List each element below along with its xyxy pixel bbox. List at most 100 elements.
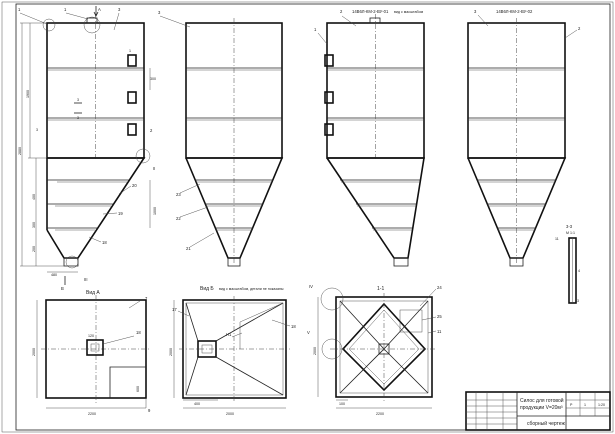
- plan-b-dim-height: 2000: [169, 348, 173, 356]
- dim-outlet: 480: [51, 273, 57, 277]
- plan-a-dim-hatch: 120: [88, 334, 94, 338]
- hopper-outline: [46, 157, 146, 259]
- callout-19: 19: [118, 211, 123, 216]
- callout-v: V: [307, 330, 310, 335]
- plan-b-dim-offset: 400: [194, 402, 200, 406]
- plan-a-dim-cutout: 600: [136, 386, 140, 392]
- plan-view-b: Вид Б вид с масштабом, детали не показан…: [169, 286, 296, 416]
- view3-hatch-3: [324, 123, 334, 136]
- plan-b-rib-2: [185, 356, 199, 396]
- plan-view-a: Вид А 7 18 9 120 2200 2000 600: [32, 290, 151, 416]
- view2-leader-22: [179, 206, 209, 218]
- variant-01-view: 1 2 14В6Л-КМ-2-ВУ-01 вид с масштабом: [314, 9, 425, 267]
- hatch-2: [127, 91, 137, 104]
- plan-a-leader-7: [128, 300, 141, 309]
- view-arrow-a-head: [93, 11, 99, 17]
- dim-hopper-mid: 300: [32, 222, 36, 228]
- plan-a-dim-height: 2000: [32, 348, 36, 356]
- title-sheet-type: сборный чертеж: [527, 420, 565, 427]
- arrow-label-a: A: [98, 7, 101, 12]
- section-11-leader-24: [419, 288, 437, 307]
- detail-circle-IV: [320, 287, 344, 311]
- section-1-1: 1-1 24 25 11 IV V 100 2200 2000: [307, 284, 442, 416]
- view3-hatch-1: [324, 54, 334, 67]
- callout-1b: 1: [64, 7, 67, 12]
- detail-circle-I: [83, 16, 101, 34]
- detail-circle-III: [65, 255, 79, 269]
- section-33-callout-4: 4: [578, 269, 580, 273]
- view-a-title: Вид А: [86, 290, 100, 296]
- section-11-dim-offset: 100: [339, 402, 345, 406]
- callout-20: 20: [132, 183, 137, 188]
- leader-1a: [19, 12, 48, 25]
- callout-3-left: 3: [36, 128, 38, 132]
- view2-callout-22: 22: [176, 216, 181, 221]
- view2-leader-23: [179, 183, 201, 194]
- view3-leader-2: [341, 15, 357, 27]
- view-b-title: Вид Б: [200, 286, 214, 292]
- view4-outlet: [509, 257, 524, 267]
- leader-19: [102, 212, 118, 215]
- plan-a-hatch: [86, 339, 104, 356]
- callout-1a: 1: [18, 7, 21, 12]
- title-block: Силос для готовой продукции V=20м³ сборн…: [465, 391, 611, 431]
- section-11-dim-height: 2000: [313, 347, 317, 355]
- plan-a-dim-width: 2200: [88, 412, 96, 416]
- plan-a-leader-16: [102, 335, 135, 345]
- plan-a-callout-7: 7: [145, 296, 148, 301]
- section-11-leader-25: [421, 316, 437, 321]
- section-11-diag-3: [339, 348, 385, 394]
- dim-hopper-height: 400: [32, 194, 36, 200]
- callout-iv: IV: [309, 284, 313, 289]
- view2-leader-21: [189, 232, 215, 248]
- plan-b-rib-3: [215, 302, 284, 342]
- plan-b-callout-17: 17: [172, 307, 177, 312]
- section-33-title: 3-3: [566, 224, 573, 229]
- dim-total-height: 2880: [18, 147, 22, 155]
- plan-b-leader-17: [177, 310, 190, 317]
- view4-title: 14В6Л-КМ-2-ВУ-02: [496, 9, 533, 14]
- section-11-detail-box: [399, 309, 423, 333]
- plan-b-leader-h1: [231, 332, 243, 338]
- view2-callout-21: 21: [186, 246, 191, 251]
- section-11-diag-2: [383, 300, 429, 350]
- title-stage: Р: [570, 403, 573, 407]
- plan-a-callout-18: 18: [136, 330, 141, 335]
- front-elevation-view: 1 1 A 3 1 300 2 II 20 19 18 III B 3 3 3 …: [18, 6, 157, 291]
- view3-top-hatch: [369, 17, 381, 24]
- leader-1b: [65, 12, 89, 20]
- plan-b-outlet: [197, 340, 217, 358]
- title-scale: 1:20: [598, 403, 605, 407]
- plan-a-callout-9: 9: [148, 408, 151, 413]
- section-11-callout-25: 25: [437, 314, 442, 319]
- title-block-frame: [465, 391, 611, 431]
- callout-1-1: 1: [129, 49, 131, 53]
- callout-2a: 2: [150, 128, 153, 133]
- view4-callout-2: 2: [578, 26, 581, 31]
- plan-b-callout-h1: H1: [226, 332, 232, 337]
- view3-title: 14В6Л-КМ-2-ВУ-01: [352, 9, 389, 14]
- section-11-dim-width: 2200: [376, 412, 384, 416]
- arrow-label-b: B: [61, 286, 64, 291]
- section-33-callout-11: 11: [555, 237, 559, 241]
- view3-callout-1: 1: [314, 27, 317, 32]
- view4-callout-3: 3: [474, 9, 477, 14]
- section-3-3: 3-3 M 1:1 11 4 13: [555, 224, 580, 304]
- view3-leader-1: [317, 32, 328, 45]
- callout-3-sec-b: 3: [77, 116, 79, 120]
- callout-18: 18: [102, 240, 107, 245]
- plan-a-hatch-inner: [90, 343, 100, 352]
- detail-circle-V: [321, 338, 343, 360]
- section-11-title: 1-1: [377, 286, 384, 292]
- title-sheet: 1: [584, 403, 586, 407]
- dim-hopper-low: 200: [32, 246, 36, 252]
- view2-outlet: [227, 257, 241, 267]
- dim-hatch: 300: [150, 77, 156, 81]
- plan-b-dim-width: 2000: [226, 412, 234, 416]
- callout-ii: II: [153, 166, 155, 171]
- plan-b-rib-1: [185, 302, 199, 342]
- plan-b-leader-18: [271, 319, 291, 327]
- view3-outlet: [393, 257, 409, 267]
